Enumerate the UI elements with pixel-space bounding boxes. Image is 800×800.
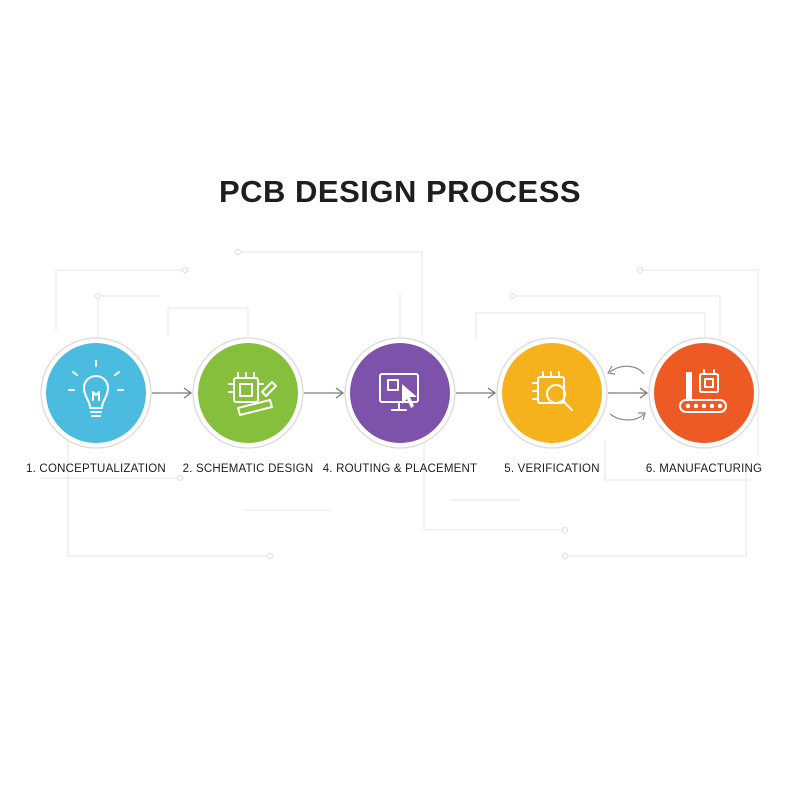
step-schematic-design: 2. SCHEMATIC DESIGN	[183, 337, 314, 475]
step-routing-placement: 4. ROUTING & PLACEMENT	[323, 337, 478, 475]
arrow-step1-to-step2	[152, 387, 193, 399]
background-circuit-traces	[40, 249, 759, 559]
step-manufacturing: 6. MANUFACTURING	[646, 337, 762, 475]
step-label-manufacturing: 6. MANUFACTURING	[646, 463, 762, 475]
step-label-schematic-design: 2. SCHEMATIC DESIGN	[183, 463, 314, 475]
step-label-verification: 5. VERIFICATION	[504, 463, 599, 475]
step-label-routing-placement: 4. ROUTING & PLACEMENT	[323, 463, 478, 475]
step-label-conceptualization: 1. CONCEPTUALIZATION	[26, 463, 166, 475]
step-circle-verification	[502, 343, 602, 443]
lightbulb-icon	[68, 360, 124, 417]
step-conceptualization: 1. CONCEPTUALIZATION	[26, 337, 166, 475]
feedback-loop-arrows	[607, 365, 646, 421]
arrow-step2-to-step3	[304, 387, 345, 399]
monitor-cursor-icon	[379, 373, 419, 411]
arrow-step4-to-step5	[608, 387, 649, 399]
step-verification: 5. VERIFICATION	[496, 337, 608, 475]
chip-ruler-pencil-icon	[228, 372, 277, 416]
step-circle-schematic-design	[198, 343, 298, 443]
step-circle-routing-placement	[350, 343, 450, 443]
arrow-step3-to-step4	[456, 387, 497, 399]
step-circle-conceptualization	[46, 343, 146, 443]
chip-magnifier-icon	[532, 371, 573, 411]
page-title: PCB DESIGN PROCESS	[219, 174, 581, 209]
flow-arrows	[152, 365, 649, 421]
factory-conveyor-icon	[679, 369, 727, 413]
